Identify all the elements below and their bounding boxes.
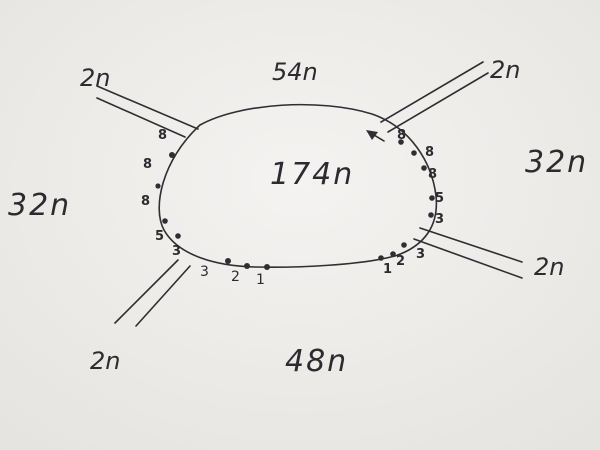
mark-right-5: 3 <box>435 212 444 227</box>
mark-bottom-right-3: 3 <box>416 247 425 262</box>
right-region-label: 32n <box>525 145 588 180</box>
mark-right-4: 5 <box>435 191 444 206</box>
road-bottom-left <box>114 259 191 327</box>
road-bottom-right <box>413 227 523 279</box>
road-top-left <box>96 85 199 138</box>
central-loop <box>158 103 438 268</box>
road-bottom-right-label: 2n <box>534 253 564 281</box>
mark-bottom-right-2: 2 <box>396 254 405 269</box>
mark-left-2: 8 <box>143 157 152 172</box>
road-top-right <box>380 61 489 133</box>
top-region-label: 54n <box>272 58 318 86</box>
mark-left-5: 3 <box>172 244 181 259</box>
mark-right-1: 8 <box>397 128 406 143</box>
mark-right-2: 8 <box>425 145 434 160</box>
bottom-region-label: 48n <box>285 344 348 379</box>
road-bottom-left-label: 2n <box>90 347 120 375</box>
mark-bottom-left-1: 3 <box>200 264 209 280</box>
left-region-label: 32n <box>8 188 71 223</box>
loop-markers <box>155 139 435 270</box>
road-top-left-label: 2n <box>80 64 110 92</box>
center-region-label: 174n <box>270 157 354 192</box>
mark-right-3: 8 <box>428 167 437 182</box>
mark-left-3: 8 <box>141 194 150 209</box>
mark-left-4: 5 <box>155 229 164 244</box>
mark-bottom-left-3: 1 <box>256 272 265 288</box>
mark-left-1: 8 <box>158 128 167 143</box>
mark-bottom-left-2: 2 <box>231 269 240 285</box>
direction-arrow <box>366 130 385 142</box>
mark-bottom-right-1: 1 <box>383 262 392 277</box>
road-top-right-label: 2n <box>490 56 520 84</box>
